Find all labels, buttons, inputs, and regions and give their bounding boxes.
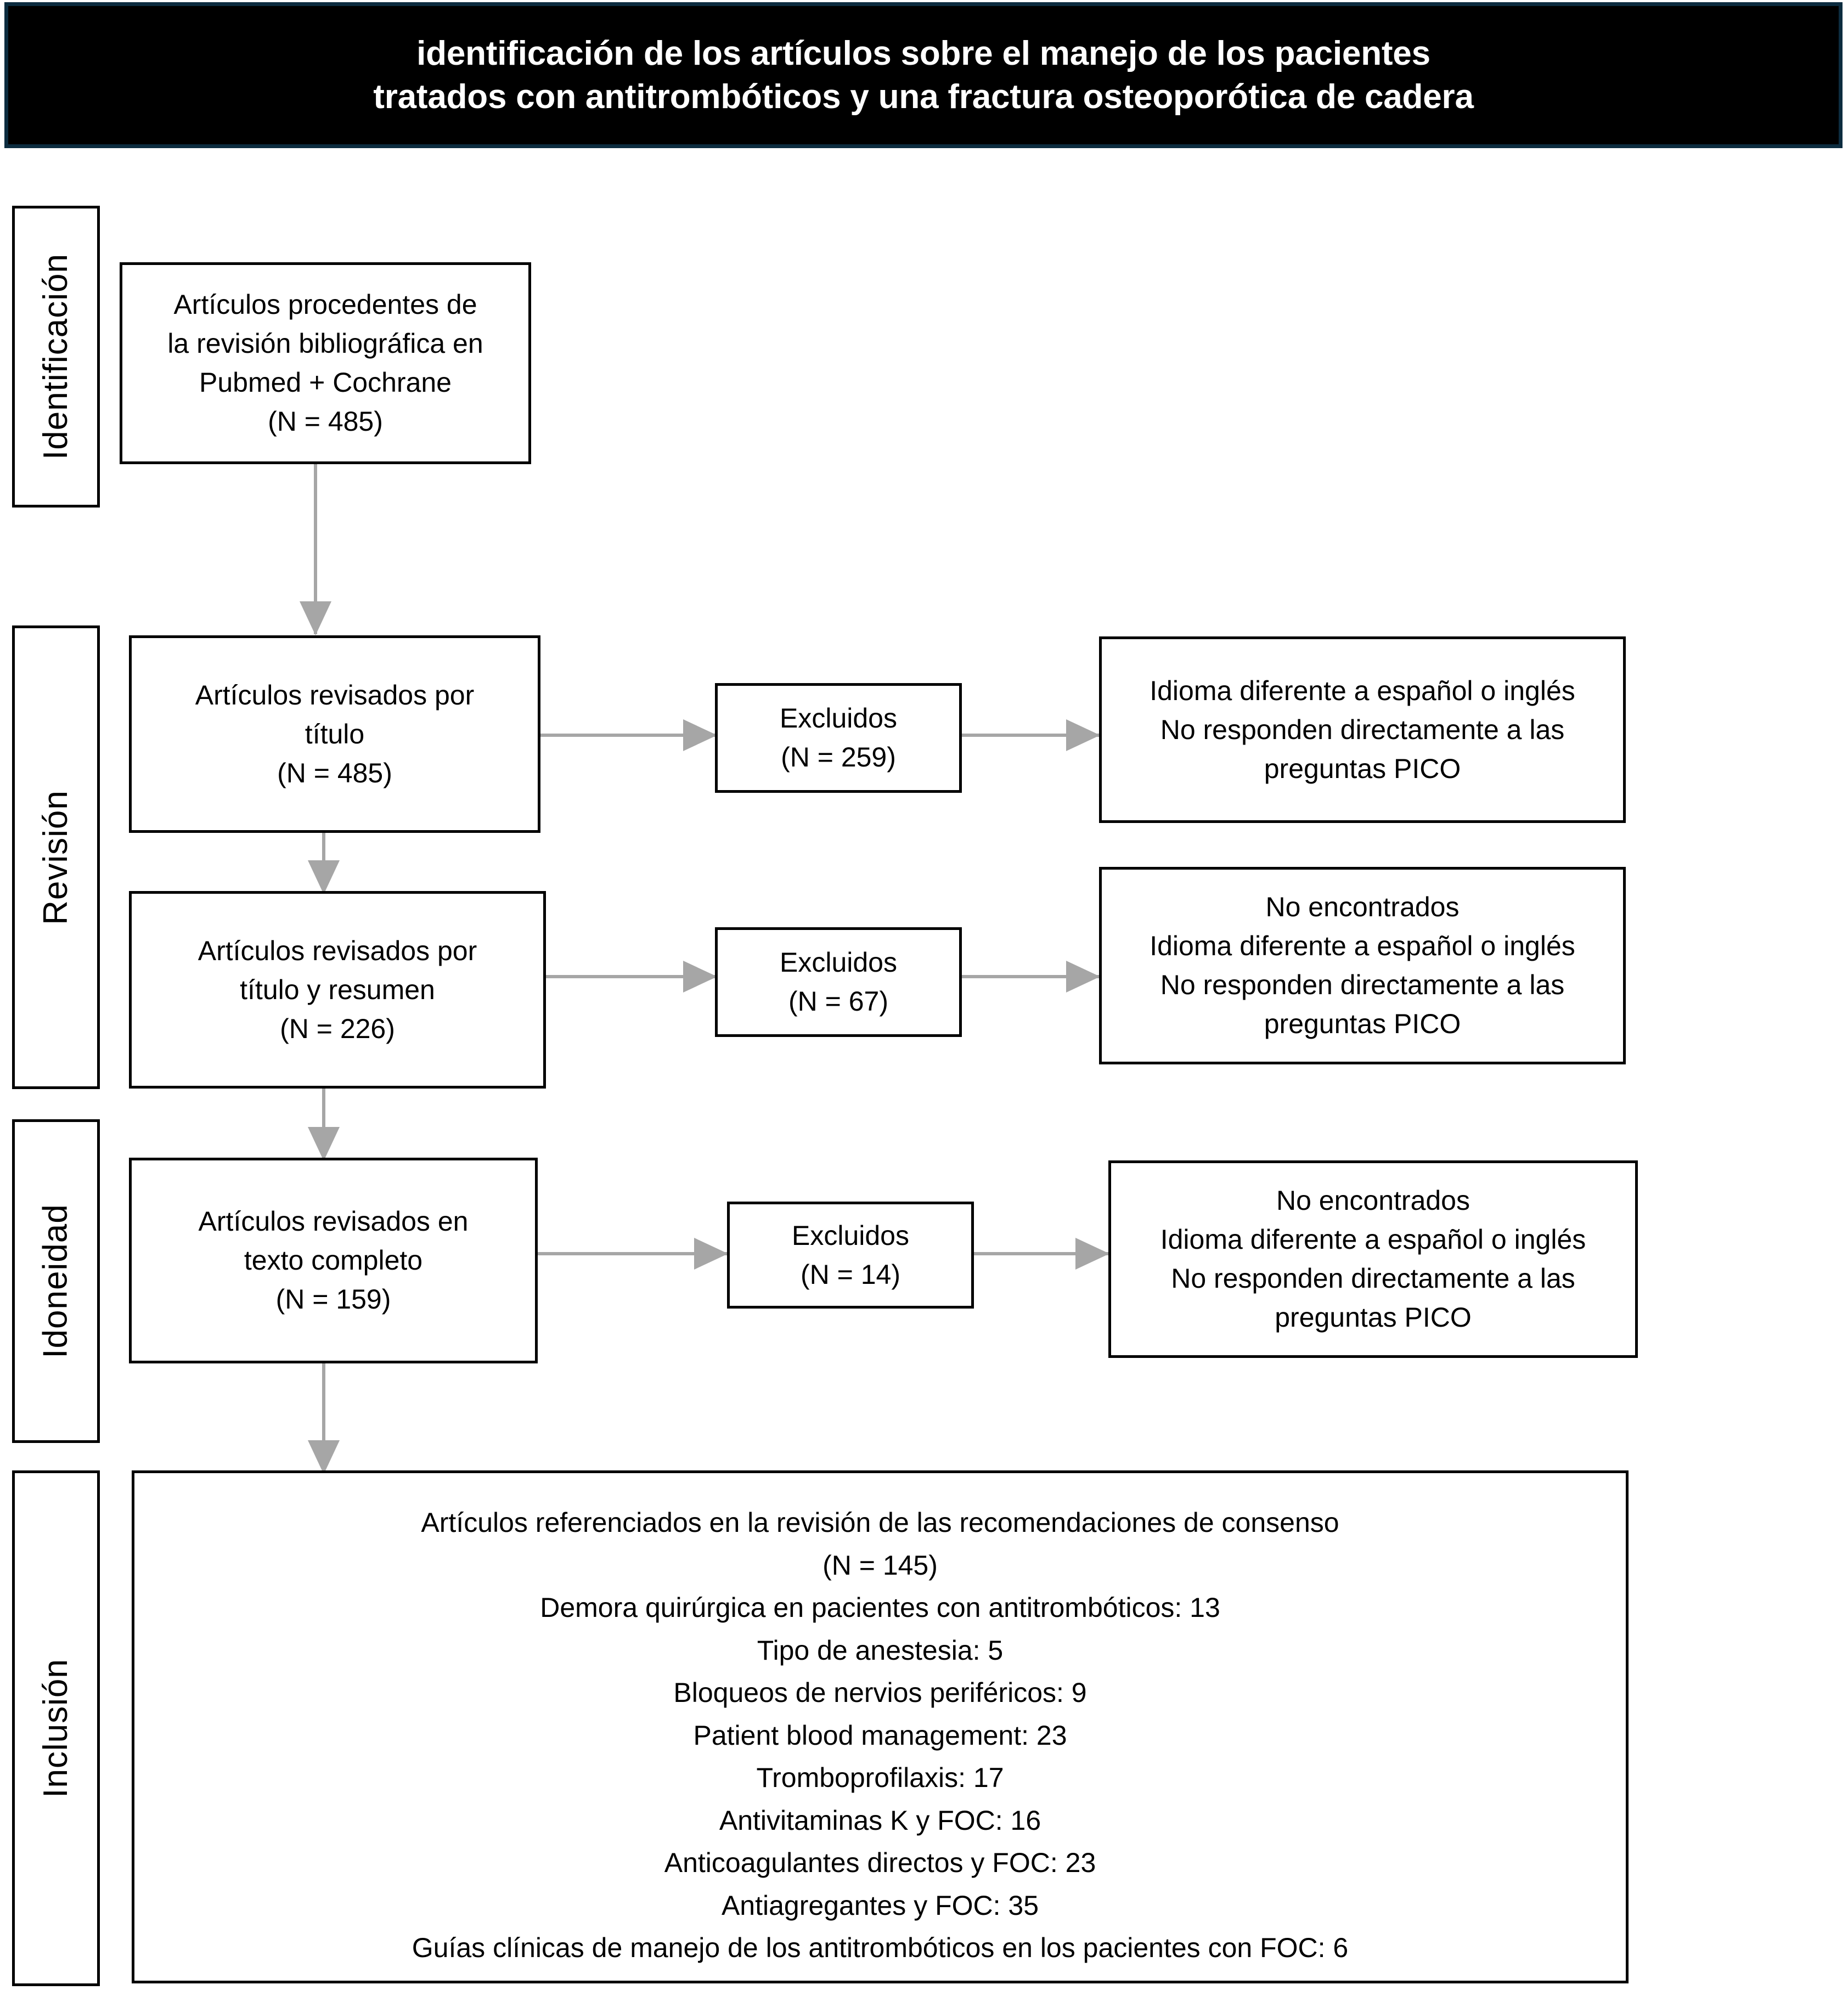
box-line: Idioma diferente a español o inglés <box>1160 1224 1586 1255</box>
box-line: (N = 259) <box>781 742 896 773</box>
box-line: No responden directamente a las <box>1160 714 1565 745</box>
box-line: Artículos revisados en <box>198 1206 469 1237</box>
box-line: Antivitaminas K y FOC: 16 <box>719 1805 1041 1836</box>
box-line: Excluidos <box>780 947 897 978</box>
box-line: Idioma diferente a español o inglés <box>1150 675 1575 706</box>
box-line: la revisión bibliográfica en <box>167 328 483 359</box>
box-line: preguntas PICO <box>1264 753 1461 784</box>
box-included-final: Artículos referenciados en la revisión d… <box>132 1470 1629 1983</box>
box-reasons-title: Idioma diferente a español o inglés No r… <box>1099 636 1626 823</box>
stage-label-identification: Identificación <box>12 206 100 508</box>
arrow-excluded-to-reasons-fulltext <box>974 1237 1109 1270</box>
box-line: preguntas PICO <box>1275 1302 1472 1333</box>
page-title-banner: identificación de los artículos sobre el… <box>4 2 1843 148</box>
box-line: (N = 14) <box>800 1259 900 1290</box>
box-line: Idioma diferente a español o inglés <box>1150 931 1575 961</box>
arrow-fulltext-to-excluded <box>538 1237 728 1270</box>
box-line: No encontrados <box>1276 1185 1470 1216</box>
box-line: (N = 67) <box>788 986 888 1017</box>
box-line: Tipo de anestesia: 5 <box>757 1634 1004 1666</box>
arrow-abstract-to-excluded <box>546 960 717 993</box>
box-line: No responden directamente a las <box>1160 969 1565 1000</box>
box-fulltext-reviewed: Artículos revisados en texto completo (N… <box>129 1158 538 1363</box>
box-line: Pubmed + Cochrane <box>199 367 452 398</box>
box-line: Excluidos <box>792 1220 909 1251</box>
stage-label-screening-text: Revisión <box>37 790 75 925</box>
box-line: Demora quirúrgica en pacientes con antit… <box>540 1592 1220 1623</box>
stage-label-eligibility-text: Idoneidad <box>37 1204 75 1358</box>
arrow-title-to-abstract <box>307 833 340 894</box>
stage-label-eligibility: Idoneidad <box>12 1119 100 1443</box>
arrow-fulltext-to-included <box>307 1363 340 1474</box>
box-line: Artículos revisados por <box>195 679 475 711</box>
box-screened-by-title: Artículos revisados por título (N = 485) <box>129 635 540 833</box>
box-reasons-abstract: No encontrados Idioma diferente a españo… <box>1099 867 1626 1064</box>
box-line: (N = 485) <box>268 406 383 437</box>
arrow-excluded-to-reasons-title <box>962 719 1100 752</box>
box-line: (N = 145) <box>822 1549 938 1581</box>
box-screened-by-title-abstract: Artículos revisados por título y resumen… <box>129 891 546 1089</box>
box-line: preguntas PICO <box>1264 1008 1461 1039</box>
box-line: Guías clínicas de manejo de los antitrom… <box>412 1932 1349 1963</box>
box-reasons-fulltext: No encontrados Idioma diferente a españo… <box>1108 1160 1638 1358</box>
box-line: Artículos revisados por <box>198 935 477 966</box>
arrow-title-to-excluded <box>540 719 717 752</box>
box-line: (N = 485) <box>277 757 392 788</box>
box-excluded-by-abstract: Excluidos (N = 67) <box>715 927 962 1037</box>
stage-label-screening: Revisión <box>12 625 100 1089</box>
arrow-excluded-to-reasons-abstract <box>962 960 1100 993</box>
box-line: Patient blood management: 23 <box>693 1720 1067 1751</box>
box-line: Bloqueos de nervios periféricos: 9 <box>673 1677 1087 1708</box>
box-excluded-fulltext: Excluidos (N = 14) <box>727 1202 974 1309</box>
box-line: Antiagregantes y FOC: 35 <box>721 1890 1039 1921</box>
arrow-abstract-to-fulltext <box>307 1089 340 1161</box>
box-line: Excluidos <box>780 703 897 734</box>
box-line: Anticoagulantes directos y FOC: 23 <box>664 1847 1096 1878</box>
box-line: Artículos referenciados en la revisión d… <box>421 1507 1339 1538</box>
box-line: No encontrados <box>1265 892 1460 922</box>
box-line: texto completo <box>244 1245 423 1276</box>
box-line: Artículos procedentes de <box>173 289 477 320</box>
box-line: título <box>305 718 365 749</box>
box-line: Tromboprofilaxis: 17 <box>756 1762 1004 1793</box>
stage-label-inclusion-text: Inclusión <box>37 1659 75 1798</box>
box-line: (N = 159) <box>275 1284 391 1315</box>
page-title-line-2: tratados con antitrombóticos y una fract… <box>373 78 1474 116</box>
stage-label-identification-text: Identificación <box>37 253 75 460</box>
box-identification-records: Artículos procedentes de la revisión bib… <box>120 262 531 464</box>
box-excluded-by-title: Excluidos (N = 259) <box>715 683 962 793</box>
box-line: No responden directamente a las <box>1171 1263 1575 1294</box>
box-line: título y resumen <box>240 974 435 1005</box>
page-title-line-1: identificación de los artículos sobre el… <box>416 34 1430 72</box>
arrow-identification-to-screening <box>299 464 332 635</box>
stage-label-inclusion: Inclusión <box>12 1470 100 1986</box>
box-line: (N = 226) <box>280 1013 395 1044</box>
